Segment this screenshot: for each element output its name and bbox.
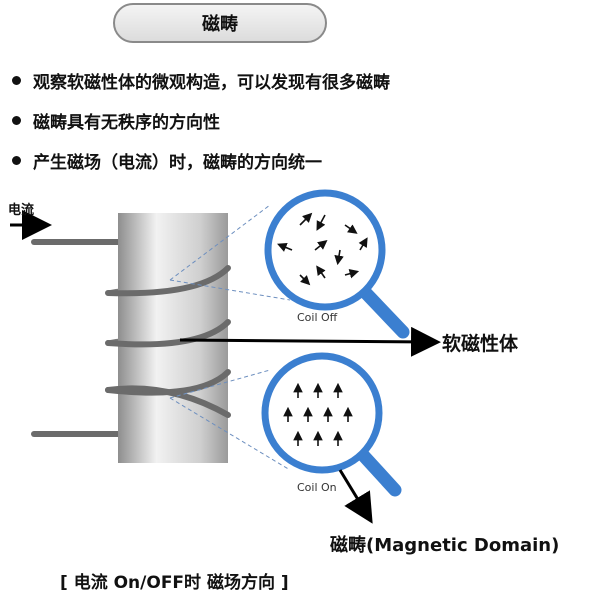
coil-off-label: Coil Off: [297, 311, 337, 324]
coil-on-label: Coil On: [297, 481, 337, 494]
current-label: 电流: [8, 199, 34, 218]
soft-magnetic-label: 软磁性体: [442, 329, 518, 356]
figure-caption: [ 电流 On/OFF时 磁场方向 ]: [60, 568, 289, 593]
magnetic-domain-label: 磁畴(Magnetic Domain): [330, 531, 559, 557]
domain-arrow-icon: [340, 470, 368, 516]
soft-magnetic-core: [118, 213, 228, 463]
soft-magnetic-arrow-icon: [180, 340, 432, 342]
magnifier-icon: [265, 356, 395, 490]
